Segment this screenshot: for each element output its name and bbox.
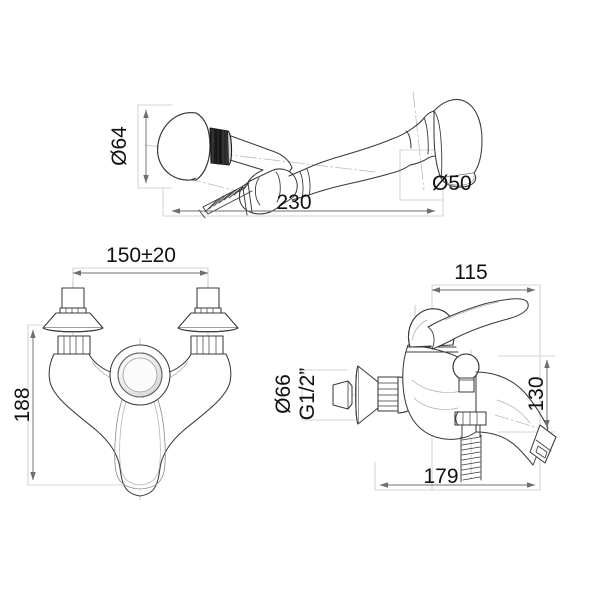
- side-spout: [475, 371, 557, 466]
- side-lever-handle: [427, 298, 529, 350]
- shower-collar: [209, 127, 233, 166]
- dimension-label-d188: 188: [11, 387, 34, 422]
- mixer-front-view: [27, 267, 239, 501]
- shower-spray-cone: [157, 112, 211, 181]
- dimension-label-d179: 179: [423, 465, 458, 488]
- dimension-label-d50: Ø50: [432, 172, 472, 195]
- dimension-label-d150: 150±20: [106, 244, 176, 267]
- side-shower-outlet-hose: [454, 411, 487, 486]
- front-left-inlet-nut: [59, 287, 87, 316]
- side-dimension-lines: [379, 287, 550, 488]
- handshower-dimension-lines: [143, 109, 436, 214]
- front-dimension-lines: [30, 270, 209, 481]
- handle-collar: [409, 110, 437, 166]
- hose-swivel-joint: [238, 168, 298, 215]
- dimension-label-thread-g12: G1/2”: [296, 368, 319, 421]
- mixer-side-view: [301, 284, 557, 491]
- front-left-escutcheon: [42, 312, 104, 333]
- front-right-knurled-ring: [190, 335, 224, 355]
- shower-handle-grip: [344, 129, 412, 185]
- dimension-label-d115: 115: [454, 261, 487, 284]
- shower-head-bell: [433, 98, 483, 188]
- dimension-label-d64: Ø64: [108, 126, 131, 166]
- front-left-knurled-ring: [57, 335, 91, 355]
- front-right-escutcheon: [177, 312, 239, 333]
- front-right-inlet-nut: [194, 287, 222, 316]
- side-diverter-knob: [452, 353, 480, 393]
- hose-barrel: [288, 154, 349, 201]
- dimension-label-d230: 230: [276, 191, 311, 214]
- handheld-shower-view: [137, 91, 483, 219]
- dimension-label-d130: 130: [525, 376, 548, 411]
- dimension-label-d66: Ø66: [272, 374, 295, 414]
- front-cartridge-boss: [109, 344, 171, 406]
